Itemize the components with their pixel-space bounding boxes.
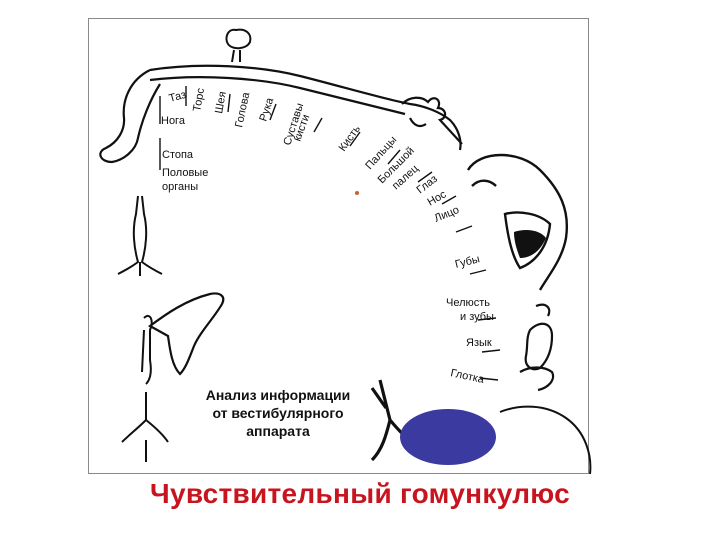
cerebellum-drawing bbox=[147, 292, 225, 376]
label-nos: Нос bbox=[426, 188, 449, 208]
label-kist: Кисть bbox=[337, 123, 364, 154]
leg-drawing bbox=[99, 69, 161, 164]
homunculus-body-drawing bbox=[149, 64, 462, 151]
face-drawing bbox=[466, 153, 569, 291]
page-title: Чувствительный гомункулюс bbox=[149, 478, 571, 509]
label-guby: Губы bbox=[454, 253, 481, 271]
mouth-fill bbox=[514, 230, 546, 258]
label-organy: органы bbox=[162, 181, 198, 193]
small-dot bbox=[355, 191, 359, 195]
label-tors: Торс bbox=[191, 87, 207, 113]
label-litso: Лицо bbox=[433, 204, 461, 225]
caption-line-3: аппарата bbox=[246, 423, 310, 439]
label-chelyust: Челюсть bbox=[446, 297, 490, 309]
label-yazyk: Язык bbox=[466, 337, 492, 349]
label-glotka: Глотка bbox=[449, 367, 486, 386]
label-i-zuby: и зубы bbox=[460, 311, 494, 323]
label-sheya: Шея bbox=[213, 91, 229, 115]
cortex-boundaries bbox=[159, 86, 501, 381]
vestibular-caption: Анализ информации от вестибулярного аппа… bbox=[170, 386, 386, 440]
label-noga: Нога bbox=[161, 115, 186, 127]
label-golova: Голова bbox=[233, 90, 252, 128]
brain-outline-drawing bbox=[499, 405, 592, 475]
vestibular-area bbox=[400, 409, 496, 465]
foot-knob-drawing bbox=[225, 28, 252, 63]
lower-nerve-drawing bbox=[121, 392, 169, 462]
label-stopa: Стопа bbox=[162, 149, 194, 161]
label-polovye: Половые bbox=[162, 167, 208, 179]
caption-line-2: от вестибулярного bbox=[212, 405, 344, 421]
caption-line-1: Анализ информации bbox=[205, 387, 351, 403]
hand-drawing bbox=[401, 96, 463, 145]
brainstem-drawing bbox=[141, 314, 153, 385]
label-taz: Таз bbox=[168, 89, 188, 105]
spinal-section-drawing bbox=[117, 195, 163, 276]
diagram-frame bbox=[88, 18, 589, 474]
tongue-drawing bbox=[519, 303, 555, 392]
